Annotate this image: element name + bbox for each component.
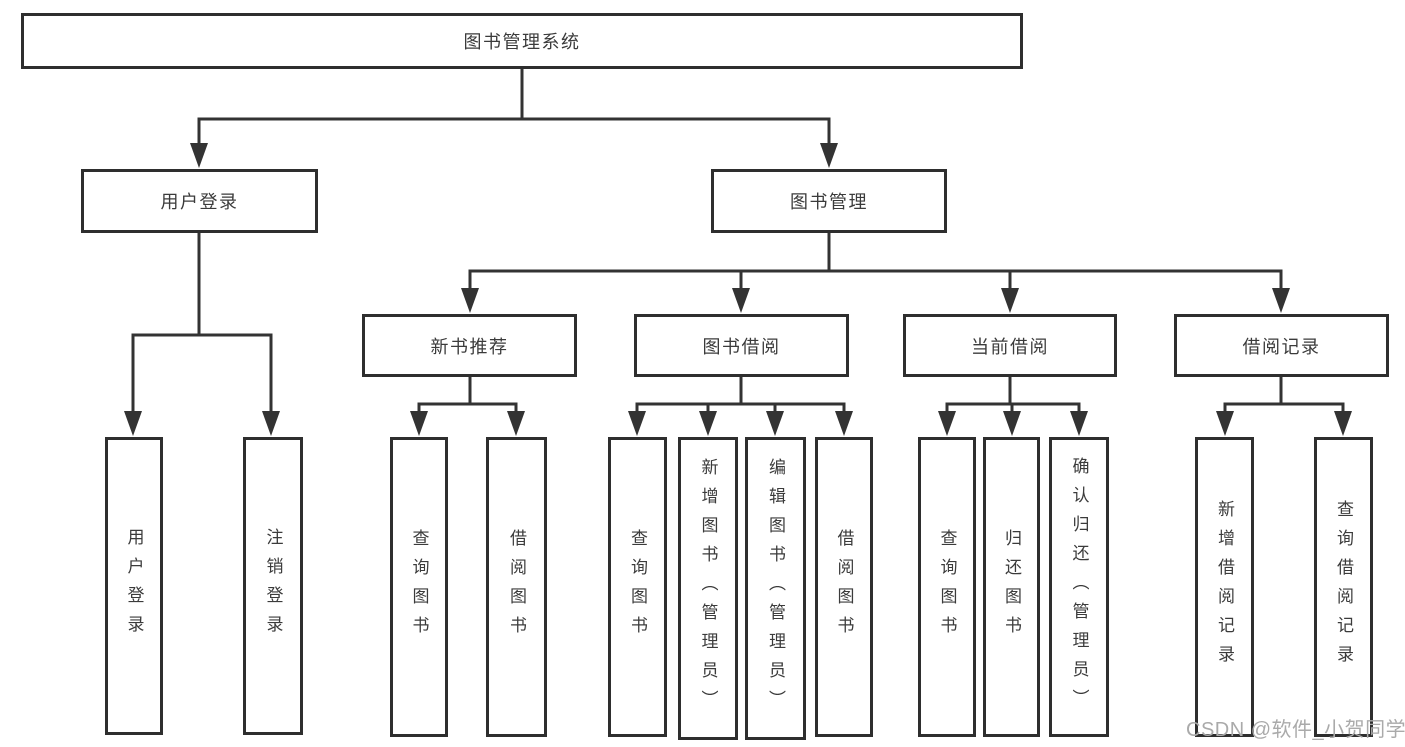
leaf-borrow-books-1: 借阅图书: [486, 437, 547, 737]
leaf-confirm-return-admin: 确认归还（管理员）: [1049, 437, 1109, 737]
node-new-book-recommend: 新书推荐: [362, 314, 577, 377]
csdn-watermark: CSDN @软件_小贺同学: [1186, 719, 1405, 741]
leaf-add-books-admin: 新增图书（管理员）: [678, 437, 738, 740]
leaf-query-books-2: 查询图书: [608, 437, 667, 737]
node-borrow-records: 借阅记录: [1174, 314, 1389, 377]
node-book-borrow: 图书借阅: [634, 314, 849, 377]
leaf-edit-books-admin: 编辑图书（管理员）: [745, 437, 806, 740]
node-root-system: 图书管理系统: [21, 13, 1023, 69]
arrowheads: [124, 143, 1352, 436]
leaf-query-borrow-record: 查询借阅记录: [1314, 437, 1373, 737]
leaf-user-login: 用户登录: [105, 437, 163, 735]
leaf-logout: 注销登录: [243, 437, 303, 735]
leaf-query-books-1: 查询图书: [390, 437, 448, 737]
node-current-borrow: 当前借阅: [903, 314, 1117, 377]
leaf-borrow-books-2: 借阅图书: [815, 437, 873, 737]
node-book-management: 图书管理: [711, 169, 947, 233]
leaf-add-borrow-record: 新增借阅记录: [1195, 437, 1254, 737]
leaf-return-books: 归还图书: [983, 437, 1040, 737]
node-user-login: 用户登录: [81, 169, 318, 233]
leaf-query-books-3: 查询图书: [918, 437, 976, 737]
